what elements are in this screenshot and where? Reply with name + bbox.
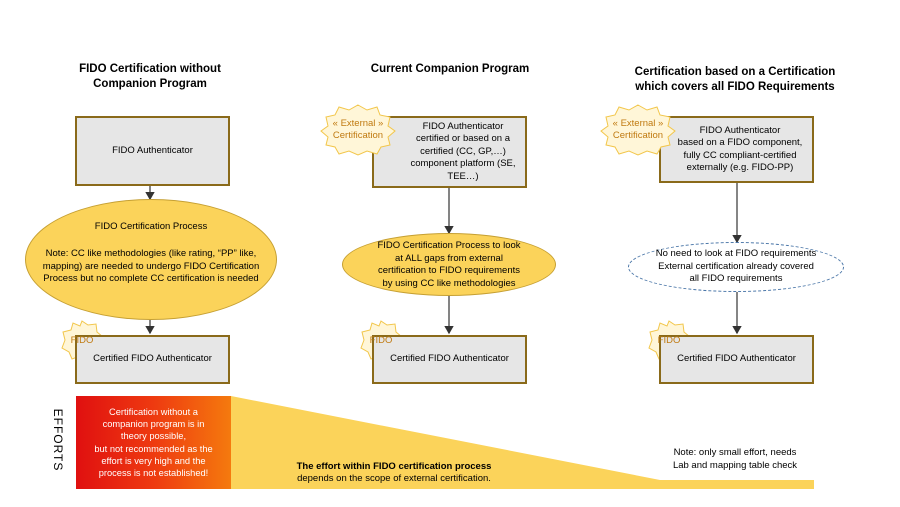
- process-title: FIDO Certification Process: [94, 221, 208, 232]
- certified-fido-authenticator-box: Certified FIDO Authenticator: [372, 335, 527, 384]
- effort-wedge-tail: [660, 480, 814, 489]
- column-3-title: Certification based on a Certification w…: [634, 66, 836, 93]
- effort-middle-normal: depends on the scope of external certifi…: [297, 473, 491, 484]
- external-certification-seal-icon: [600, 104, 676, 156]
- box-label: FIDO Authenticator based on a FIDO compo…: [677, 124, 803, 174]
- fido-badge-label: FIDO: [369, 335, 393, 346]
- effort-wedge: [231, 396, 814, 489]
- box-label: FIDO Authenticator certified or based on…: [410, 120, 516, 182]
- fido-badge-label: FIDO: [70, 335, 94, 346]
- fido-badge-label: FIDO: [657, 335, 681, 346]
- external-certification-label: « External » Certification: [332, 118, 384, 141]
- process-text: FIDO Certification Process to look at AL…: [377, 240, 521, 289]
- column-2-title: Current Companion Program: [370, 63, 530, 75]
- external-certification-seal-icon: [320, 104, 396, 156]
- external-certification-label: « External » Certification: [612, 118, 664, 141]
- certified-fido-authenticator-box: Certified FIDO Authenticator: [75, 335, 230, 384]
- box-label: FIDO Authenticator: [112, 144, 193, 156]
- fido-certification-gap-process-ellipse: [342, 233, 556, 296]
- fido-certification-process-ellipse: [25, 199, 277, 320]
- no-need-ellipse: [628, 242, 844, 292]
- efforts-label: EFFORTS: [51, 408, 65, 472]
- certified-fido-authenticator-box: Certified FIDO Authenticator: [659, 335, 814, 384]
- fido-authenticator-box: FIDO Authenticator certified or based on…: [372, 116, 527, 188]
- high-effort-text: Certification without a companion progra…: [94, 406, 213, 479]
- high-effort-box: Certification without a companion progra…: [76, 396, 231, 489]
- box-label: Certified FIDO Authenticator: [390, 353, 509, 365]
- process-note: Note: CC like methodologies (like rating…: [42, 248, 260, 284]
- process-text: No need to look at FIDO requirements Ext…: [655, 248, 817, 284]
- box-label: Certified FIDO Authenticator: [677, 353, 796, 365]
- fido-authenticator-box: FIDO Authenticator: [75, 116, 230, 186]
- box-label: Certified FIDO Authenticator: [93, 353, 212, 365]
- fido-authenticator-box: FIDO Authenticator based on a FIDO compo…: [659, 116, 814, 183]
- effort-middle-bold: The effort within FIDO certification pro…: [296, 461, 492, 472]
- column-1-title: FIDO Certification without Companion Pro…: [79, 63, 221, 90]
- effort-right-note: Note: only small effort, needs Lab and m…: [672, 447, 798, 471]
